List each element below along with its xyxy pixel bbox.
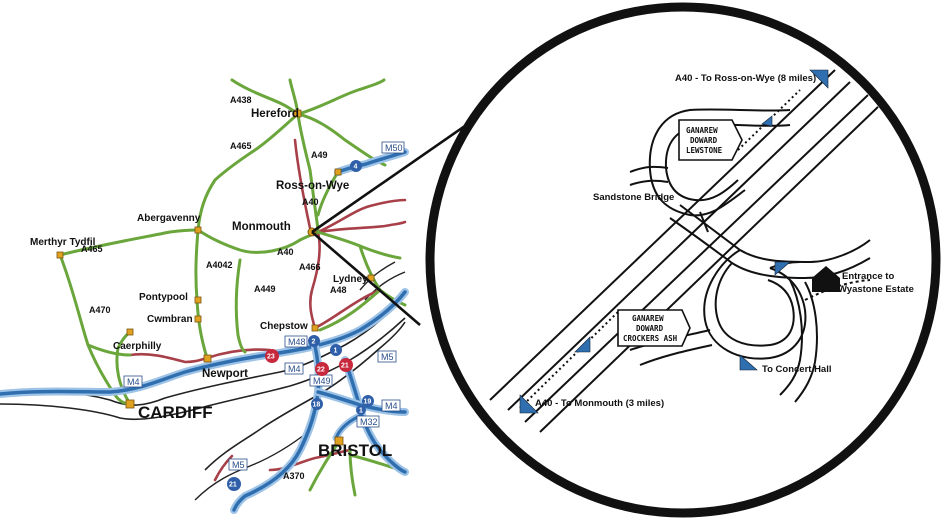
- label-m32: M32: [360, 417, 378, 427]
- sign-top-line-3: LEWSTONE: [686, 146, 723, 155]
- label-a40-monmouth: A40 - To Monmouth (3 miles): [535, 398, 664, 409]
- motorway-labels: M50 M48 M4 M4 M49 M5 M4 M32 M5: [123, 141, 405, 471]
- sign-crockers-ash: GANAREW DOWARD CROCKERS ASH: [617, 309, 691, 347]
- town-markers: [56, 109, 375, 446]
- detail-inset: GANAREW DOWARD LEWSTONE GANAREW DOWARD C…: [425, 2, 941, 518]
- caerphilly-marker: [126, 328, 134, 336]
- label-m48: M48: [288, 337, 306, 347]
- cardiff-marker: [125, 399, 135, 409]
- sign-bottom-line-2: DOWARD: [636, 324, 664, 333]
- arrow-estate: [774, 261, 791, 276]
- hereford-marker: [293, 109, 302, 118]
- label-a465-top: A465: [230, 141, 252, 151]
- label-m5-right: M5: [381, 352, 394, 362]
- label-a4042: A4042: [206, 260, 233, 270]
- label-merthyr: Merthyr Tydfil: [30, 237, 96, 248]
- label-a40-mid: A40: [277, 247, 294, 257]
- label-chepstow: Chepstow: [260, 321, 308, 332]
- direction-arrows: [519, 69, 829, 414]
- sign-bottom-line-3: CROCKERS ASH: [623, 334, 678, 343]
- label-newport: Newport: [202, 368, 248, 380]
- junction-badges: 4 2 1 23 22 21 18 19 1 21: [227, 160, 374, 491]
- label-a438: A438: [230, 95, 252, 105]
- label-a40-top: A40: [302, 197, 319, 207]
- label-entrance-2: Wyastone Estate: [838, 284, 914, 295]
- junction-19: 19: [364, 399, 372, 406]
- label-a449: A449: [254, 284, 276, 294]
- label-cardiff: CARDIFF: [138, 403, 213, 422]
- pontypool-marker: [194, 296, 202, 304]
- arrow-slip-top: [761, 115, 773, 127]
- newport-marker: [203, 354, 212, 363]
- label-m5-bottom: M5: [232, 460, 245, 470]
- bristol-marker: [334, 436, 344, 446]
- motorways: [0, 148, 409, 514]
- ross-marker: [334, 168, 342, 176]
- label-cwmbran: Cwmbran: [147, 314, 193, 325]
- abergavenny-marker: [194, 226, 202, 234]
- label-ross: Ross-on-Wye: [276, 180, 349, 192]
- chepstow-marker: [311, 324, 319, 332]
- junction-21: 21: [341, 363, 349, 370]
- label-m49: M49: [313, 376, 331, 386]
- junction-22: 22: [317, 367, 325, 374]
- label-a370: A370: [283, 471, 305, 481]
- lydney-marker: [367, 274, 375, 282]
- junction-2: 2: [312, 339, 316, 346]
- label-concert-hall: To Concert Hall: [762, 364, 832, 375]
- arrow-monmouth: [519, 394, 539, 414]
- junction-23: 23: [267, 354, 275, 361]
- label-monmouth: Monmouth: [232, 221, 291, 233]
- label-entrance-1: Entrance to: [842, 271, 894, 282]
- label-lydney: Lydney: [333, 274, 368, 285]
- sign-bottom-line-1: GANAREW: [632, 314, 664, 323]
- label-m4-right: M4: [385, 401, 398, 411]
- label-pontypool: Pontypool: [139, 292, 188, 303]
- building-icon: [812, 266, 840, 292]
- label-bristol: BRISTOL: [318, 441, 392, 460]
- arrow-ross: [809, 69, 829, 89]
- label-a470: A470: [89, 305, 111, 315]
- coastline: [0, 261, 406, 501]
- label-abergavenny: Abergavenny: [137, 213, 201, 224]
- label-a466: A466: [299, 262, 321, 272]
- label-a49: A49: [311, 150, 328, 160]
- label-hereford: Hereford: [251, 108, 299, 120]
- cwmbran-marker: [194, 315, 202, 323]
- label-a40-ross: A40 - To Ross-on-Wye (8 miles): [675, 73, 816, 84]
- junction-18: 18: [313, 402, 321, 409]
- arrow-slip-bottom: [574, 336, 591, 353]
- junction-4: 4: [354, 164, 358, 171]
- label-m4-left: M4: [127, 377, 140, 387]
- junction-1b: 1: [359, 408, 363, 415]
- merthyr-marker: [56, 251, 64, 259]
- junction-1: 1: [334, 348, 338, 355]
- label-sandstone-bridge: Sandstone Bridge: [593, 192, 674, 203]
- b-roads: [128, 138, 407, 482]
- label-m4-mid: M4: [288, 364, 301, 374]
- arrow-concert-hall: [739, 354, 758, 371]
- sign-top-line-2: DOWARD: [690, 136, 718, 145]
- sign-top-line-1: GANAREW: [686, 126, 718, 135]
- sign-lewstone: GANAREW DOWARD LEWSTONE: [678, 119, 743, 161]
- label-caerphilly: Caerphilly: [113, 341, 162, 352]
- junction-21b: 21: [229, 482, 237, 489]
- label-a48: A48: [330, 285, 347, 295]
- label-a465-left: A465: [81, 244, 103, 254]
- label-m50: M50: [385, 143, 403, 153]
